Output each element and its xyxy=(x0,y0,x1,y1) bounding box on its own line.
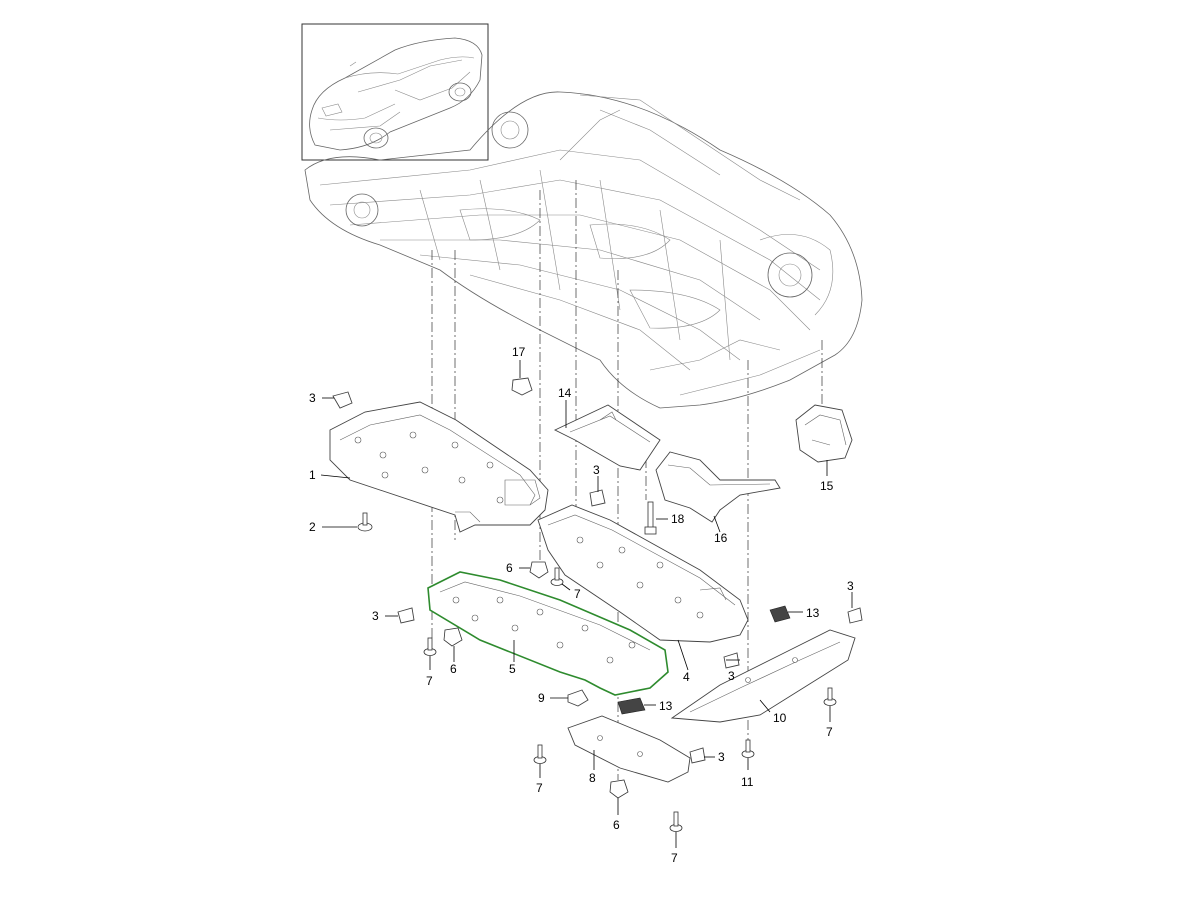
callout-7-left: 7 xyxy=(426,674,433,688)
vehicle-underbody xyxy=(304,91,863,409)
callout-5: 5 xyxy=(509,662,516,676)
callout-14: 14 xyxy=(558,386,572,400)
callout-7-bottom-left: 7 xyxy=(536,781,543,795)
part-13-fasteners xyxy=(617,605,791,715)
callout-17: 17 xyxy=(512,345,526,359)
callout-7-right: 7 xyxy=(826,725,833,739)
part-4-middle-undertray xyxy=(537,504,749,643)
part-8-cover-plate xyxy=(567,715,691,783)
callout-6-left: 6 xyxy=(450,662,457,676)
part-7-screw-d xyxy=(669,811,683,832)
callout-7-top: 7 xyxy=(574,587,581,601)
part-16-duct xyxy=(655,451,781,523)
part-5-rear-undertray xyxy=(427,571,669,696)
callout-15: 15 xyxy=(820,479,834,493)
callout-11: 11 xyxy=(741,775,754,789)
part-7-screw-e xyxy=(823,687,837,706)
callout-16: 16 xyxy=(714,531,728,545)
callout-1: 1 xyxy=(309,468,316,482)
part-17-clip xyxy=(511,377,533,396)
part-2-screw xyxy=(357,512,373,532)
callout-13-right: 13 xyxy=(806,606,820,620)
part-1-front-undertray xyxy=(329,401,549,533)
callout-3-right: 3 xyxy=(728,669,735,683)
callout-3-mid: 3 xyxy=(593,463,600,477)
leader-lines xyxy=(320,360,853,848)
callout-6-bottom: 6 xyxy=(613,818,620,832)
vehicle-inset xyxy=(301,23,489,161)
callout-3-left: 3 xyxy=(372,609,379,623)
callout-8: 8 xyxy=(589,771,596,785)
callout-3-far-right: 3 xyxy=(847,579,854,593)
callout-9: 9 xyxy=(538,691,545,705)
callout-3-front: 3 xyxy=(309,391,316,405)
callout-7-bottom: 7 xyxy=(671,851,678,865)
part-6-nut-c xyxy=(609,779,629,799)
callout-10: 10 xyxy=(773,711,787,725)
part-10-side-panel xyxy=(670,629,856,723)
callout-3-bottom: 3 xyxy=(718,750,725,764)
vehicle-thumbnail xyxy=(309,37,483,151)
callout-6-top: 6 xyxy=(506,561,513,575)
part-6-nut-b xyxy=(443,627,463,647)
fasteners xyxy=(357,512,837,832)
part-6-nut-a xyxy=(529,561,549,579)
callout-4: 4 xyxy=(683,670,690,684)
part-9-clip xyxy=(567,689,589,707)
callout-2: 2 xyxy=(309,520,316,534)
part-7-screw-b xyxy=(423,637,437,656)
part-14-bracket xyxy=(553,404,661,471)
part-18-bolt xyxy=(644,501,657,535)
callout-13-center: 13 xyxy=(659,699,673,713)
callout-18: 18 xyxy=(671,512,685,526)
part-7-screw-c xyxy=(533,744,547,764)
part-7-screw-a xyxy=(550,567,564,586)
part-15-heat-shield xyxy=(795,404,853,463)
clip-brackets xyxy=(332,391,863,764)
callout-labels: 1 2 3 3 3 3 3 3 4 5 6 6 6 7 7 7 7 7 8 9 … xyxy=(309,345,854,865)
part-11-screw xyxy=(741,739,755,758)
